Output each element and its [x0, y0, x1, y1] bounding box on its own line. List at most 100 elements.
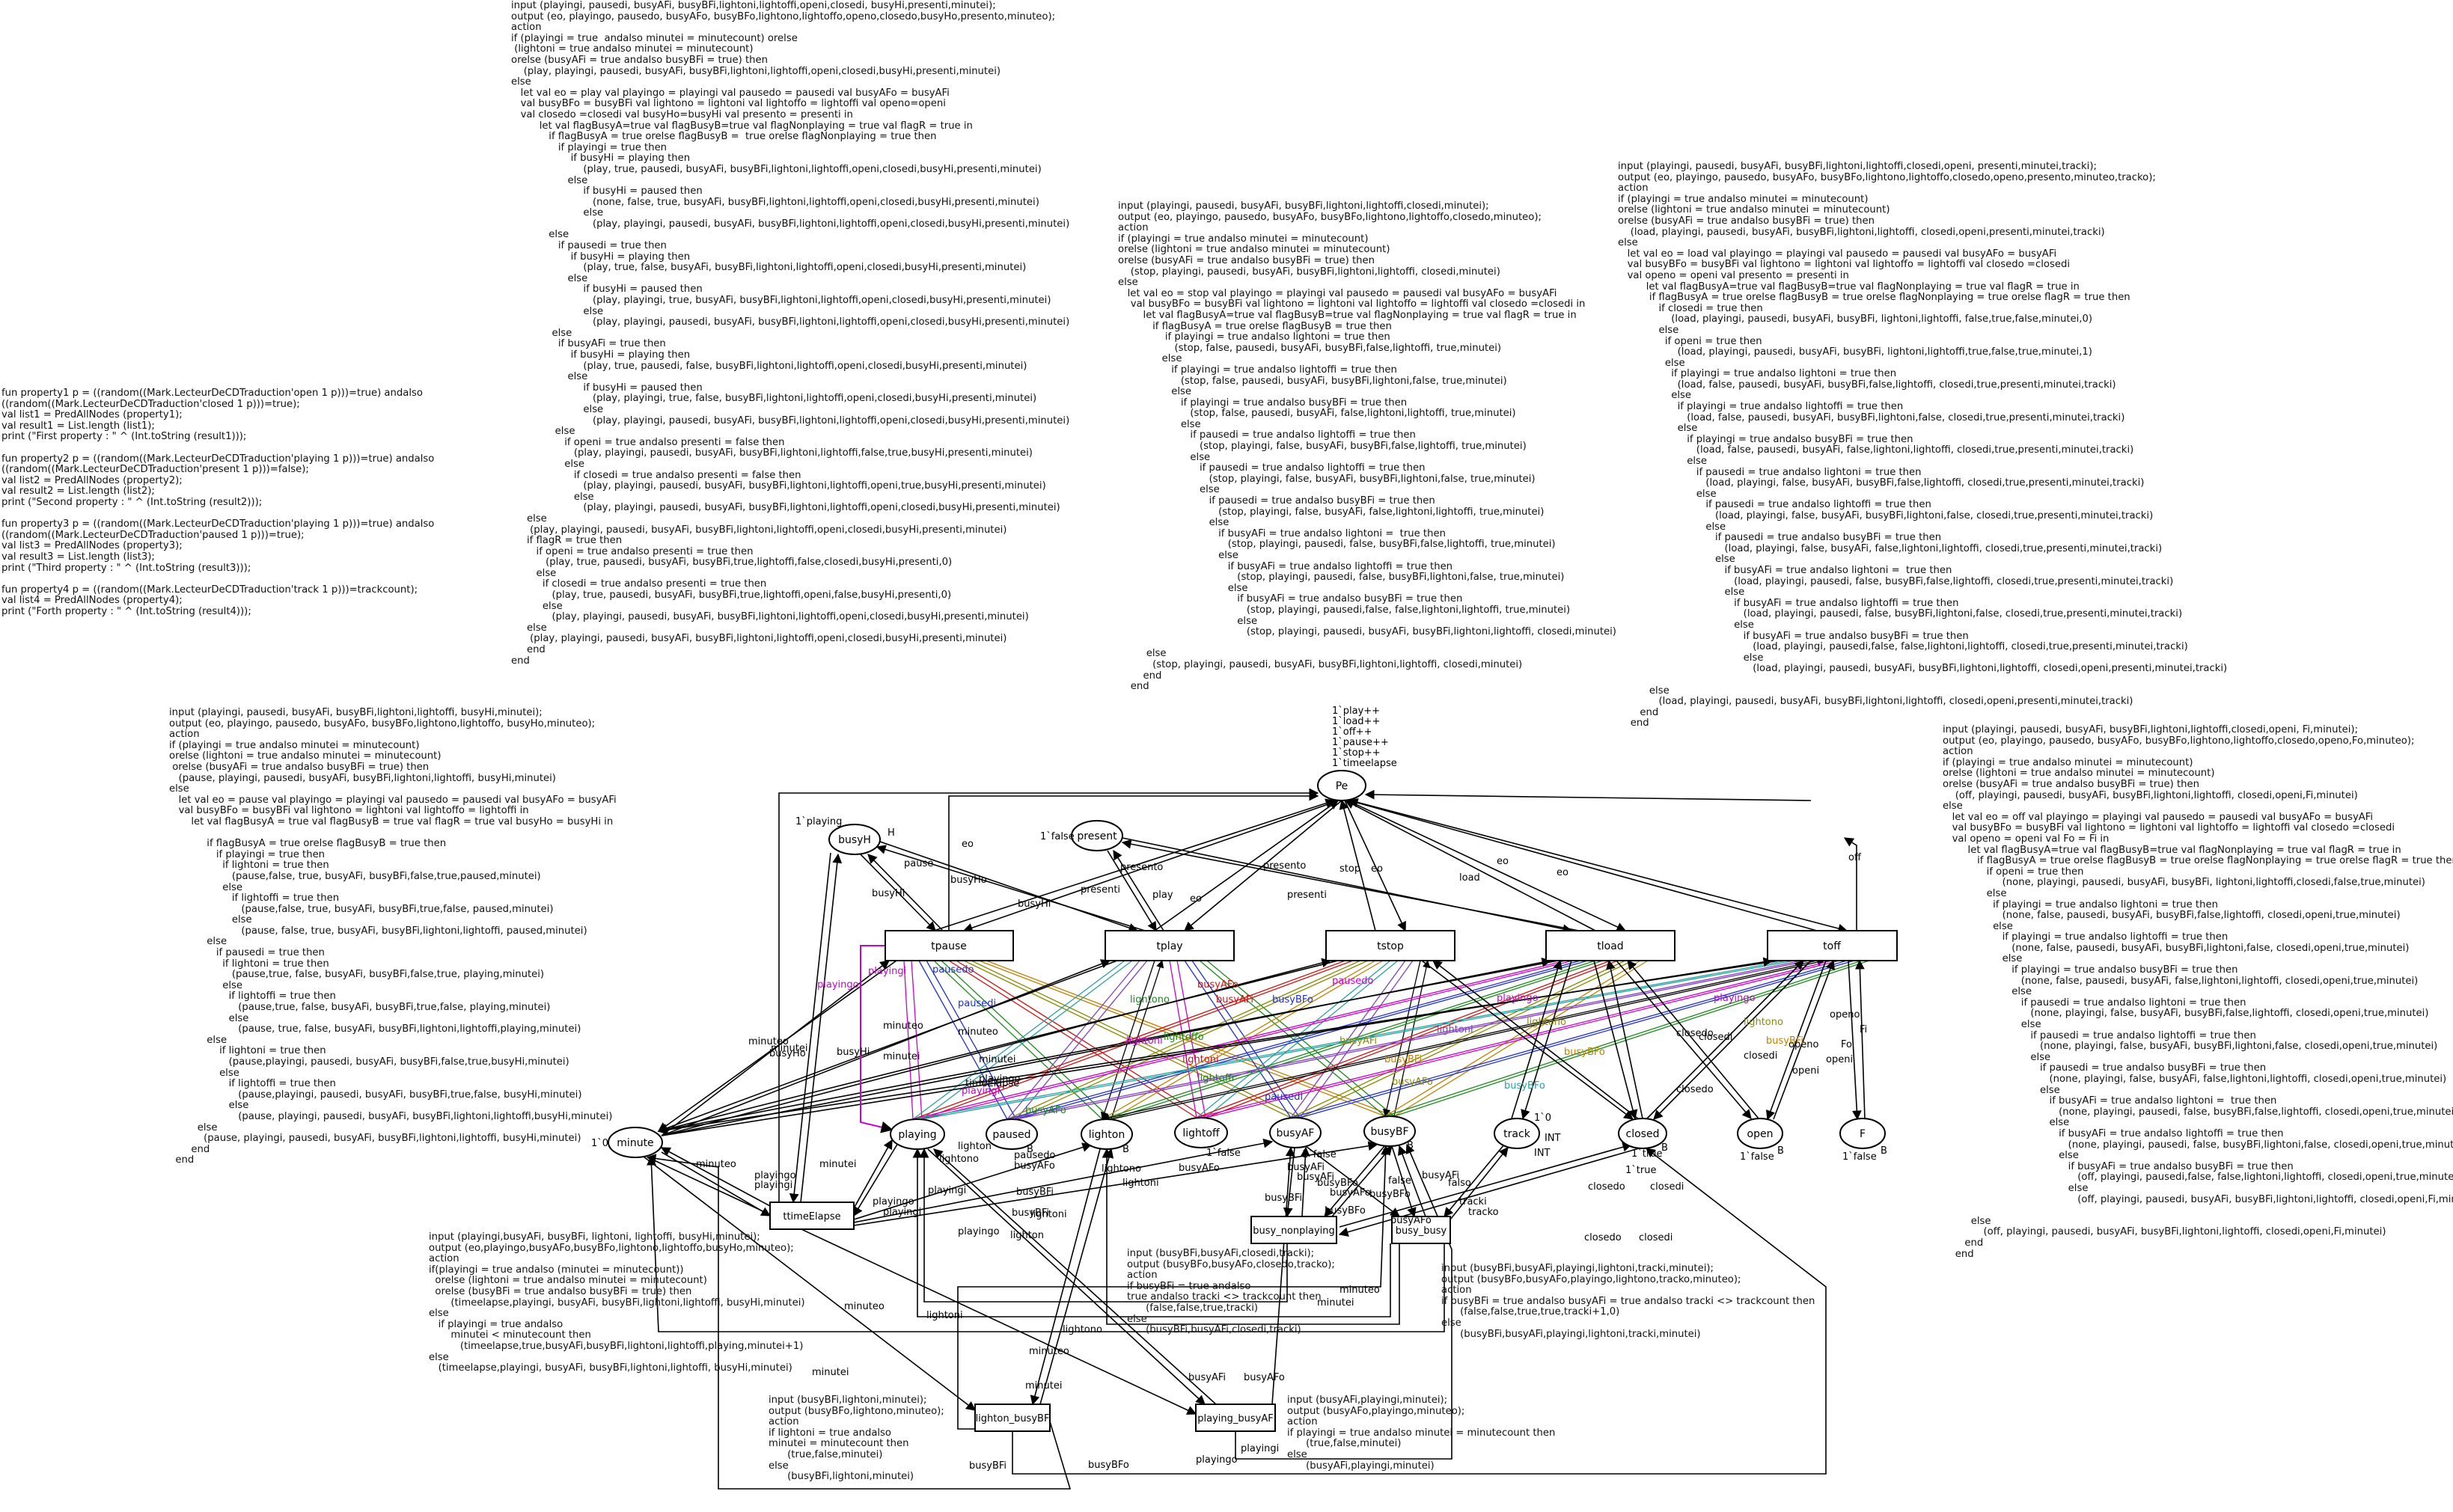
arc-label-1`false: 1`false	[1206, 1148, 1241, 1159]
arc-label-lightono: lightono	[1130, 994, 1170, 1006]
arc-closed-to-tload	[1606, 959, 1643, 1119]
arc-label-busyafi: busyAFi	[1216, 994, 1253, 1006]
code-block-tload: input (playingi, pausedi, busyAFi, busyB…	[1618, 161, 2228, 729]
arc-label-playingi: playingi	[1241, 1443, 1279, 1454]
transition-busy-busy[interactable]: busy_busy	[1391, 1216, 1451, 1244]
transition-tstop[interactable]: tstop	[1325, 930, 1455, 961]
place-paused[interactable]: paused	[986, 1118, 1038, 1150]
place-track-type: INT	[1534, 1148, 1551, 1159]
arc-label-lightoni: lightoni	[1122, 1178, 1159, 1189]
place-pe-marking: 1`play++ 1`load++ 1`off++ 1`pause++ 1`st…	[1332, 706, 1397, 769]
transition-busy-nonplaying[interactable]: busy_nonplaying	[1250, 1216, 1337, 1244]
transition-tpause[interactable]: tpause	[885, 930, 1014, 961]
place-busyaf[interactable]: busyAF	[1269, 1117, 1322, 1148]
arc-label-busybfi: busyBFi	[1265, 1193, 1302, 1204]
place-present[interactable]: present	[1071, 820, 1123, 851]
place-busyh[interactable]: busyH	[828, 824, 881, 855]
place-lighton[interactable]: lighton	[1081, 1118, 1133, 1150]
arc-pe-to-tload	[1347, 800, 1627, 931]
arc-paused-to-tpause	[926, 960, 1017, 1120]
arc-label-busybfi: busyBFi	[1384, 1054, 1422, 1065]
arc-paused-to-tstop	[1015, 960, 1369, 1120]
arc-track-to-tload	[1511, 959, 1562, 1119]
place-track[interactable]: track	[1494, 1118, 1540, 1149]
pe-marking-line: 1`off++	[1332, 726, 1372, 738]
arc-label-minutei: minutei	[979, 1054, 1015, 1065]
arc-open-to-toff	[1773, 959, 1835, 1120]
arc-label-falso: falso	[1448, 1178, 1471, 1189]
arc-tload-to-track	[1521, 960, 1572, 1120]
arc-label-closedi: closedi	[1699, 1032, 1732, 1043]
arc-label-tracko: tracko	[1468, 1207, 1499, 1218]
arc-label-closedo: closedo	[1584, 1232, 1622, 1243]
arc-label-lightoffo: lightoffo	[1164, 1032, 1204, 1043]
transition-lighton-busybf[interactable]: lighton_busyBF	[974, 1404, 1051, 1432]
place-playing[interactable]: playing	[890, 1118, 945, 1150]
transition-tplay[interactable]: tplay	[1105, 930, 1235, 961]
arc-tload-to-busyaf	[1290, 960, 1626, 1118]
arc-toff-line-to-pe	[1364, 789, 1812, 801]
arc-toff-upper	[1843, 837, 1857, 944]
arc-minute-to-lighton-busybf	[643, 1156, 977, 1411]
transition-tplay-label: tplay	[1156, 940, 1182, 952]
arc-tpause-to-pe-route	[948, 791, 1319, 931]
arc-label-busyhi: busyHi	[1018, 899, 1051, 910]
arc-label-eo: eo	[1371, 863, 1383, 875]
arc-closed-to-toff	[1646, 960, 1804, 1120]
arc-busyaf-to-tpause	[971, 960, 1301, 1118]
arc-playing-to-tload	[921, 960, 1574, 1120]
arc-label-closedo: closedo	[1676, 1084, 1714, 1095]
arc-lighton-busybf-loop	[1012, 1148, 1827, 1475]
arc-present-to-tplay	[1107, 850, 1157, 932]
transition-ttimeelapse-label: ttimeElapse	[783, 1211, 840, 1222]
transition-tload[interactable]: tload	[1545, 930, 1675, 961]
place-minute[interactable]: minute	[608, 1127, 663, 1158]
arc-label-playingo: playingo	[873, 1196, 914, 1208]
arc-pe-to-tstop	[1344, 800, 1406, 932]
arc-tplay-to-minute	[657, 960, 1118, 1133]
transition-lighton-busybf-label: lighton_busyBF	[976, 1413, 1050, 1424]
arc-busyh-to-tplay	[879, 841, 1139, 933]
place-lightoff[interactable]: lightoff	[1174, 1117, 1228, 1148]
arc-paused-to-tplay	[1015, 960, 1148, 1120]
pe-marking-line: 1`pause++	[1332, 737, 1389, 748]
place-busyh-marking: 1`playing	[795, 816, 842, 827]
place-f[interactable]: F	[1839, 1118, 1886, 1149]
arc-label-lightoni: lightoni	[1182, 1054, 1219, 1065]
arc-minute-to-tplay	[661, 959, 1111, 1136]
arc-label-minuteo: minuteo	[883, 1020, 923, 1032]
arc-ttimeelapse-to-busyh	[800, 853, 843, 1203]
place-busybf-label: busyBF	[1371, 1126, 1409, 1138]
transition-ttimeelapse[interactable]: ttimeElapse	[769, 1202, 855, 1230]
arc-toff-to-lightoff	[1196, 960, 1833, 1118]
transition-toff[interactable]: toff	[1767, 930, 1898, 961]
place-closed-label: closed	[1626, 1128, 1660, 1140]
place-busybf[interactable]: busyBF	[1363, 1115, 1416, 1147]
arc-tload-to-open	[1616, 960, 1752, 1119]
arc-label-busybfo: busyBFo	[1504, 1080, 1545, 1092]
arc-label-1`false: 1`false	[1302, 1149, 1337, 1160]
arc-busybf-to-busy-nonplaying	[1324, 1145, 1385, 1217]
arc-label-busyafo: busyAFo	[1330, 1187, 1371, 1199]
place-pe[interactable]: Pe	[1317, 770, 1366, 801]
arc-label-off: off	[1848, 852, 1862, 863]
arc-label-playingo: playingo	[1497, 993, 1539, 1004]
arc-label-busyafo: busyAFo	[1392, 1077, 1433, 1088]
arc-minute-to-tpause	[661, 960, 891, 1136]
arc-busyh-to-ttimeelapse	[789, 852, 831, 1204]
arc-tplay-to-pe	[1154, 800, 1339, 931]
arc-busy-nonplaying-to-busyaf	[1300, 1146, 1310, 1217]
place-open[interactable]: open	[1737, 1118, 1783, 1149]
arc-label-minuteo: minuteo	[696, 1159, 736, 1170]
arc-label-fi: Fi	[1860, 1024, 1867, 1035]
code-block-toff: input (playingi, pausedi, busyAFi, busyB…	[1943, 724, 2453, 1260]
arc-label-minutei: minutei	[1317, 1297, 1354, 1309]
code-block-properties: fun property1 p = ((random((Mark.Lecteur…	[1, 388, 435, 617]
transition-playing-busyaf[interactable]: playing_busyAF	[1195, 1404, 1276, 1432]
arc-label-eo: eo	[1557, 867, 1568, 878]
place-closed[interactable]: closed	[1618, 1118, 1667, 1149]
place-pe-label: Pe	[1336, 780, 1348, 792]
code-block-tpause: input (playingi, pausedi, busyAFi, busyB…	[511, 0, 1070, 667]
